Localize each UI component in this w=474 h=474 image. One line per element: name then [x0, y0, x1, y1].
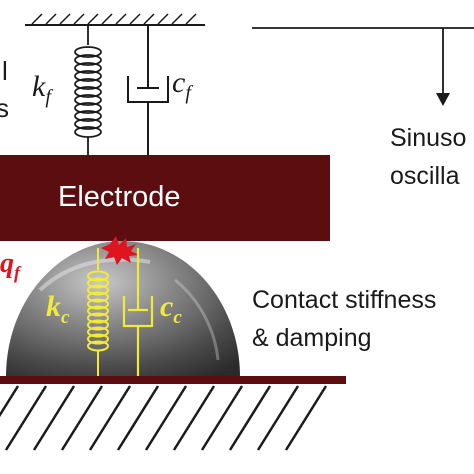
sinusoidal-label-line1: Sinuso	[390, 124, 467, 152]
electrode-block	[0, 155, 330, 241]
fixture-damper-symbol: c	[172, 66, 186, 99]
ground-hatching	[0, 385, 328, 451]
contact-label-line1: Contact stiffness	[252, 286, 437, 314]
fixture-damper	[127, 25, 169, 155]
heat-spark-icon	[101, 236, 139, 265]
electrode-label: Electrode	[58, 181, 181, 213]
sinusoidal-label-line2: oscilla	[390, 162, 460, 190]
contact-damper	[122, 248, 154, 376]
contact-spring	[87, 248, 109, 376]
heat-source-symbol: q	[0, 248, 14, 279]
fixture-damper-label: cf	[172, 66, 191, 104]
left-clipped-text-2: s	[0, 93, 9, 123]
fixture-spring-label: kf	[32, 70, 51, 108]
contact-spring-symbol: k	[46, 290, 61, 323]
asperity-highlight	[38, 257, 151, 292]
fixture-spring-symbol: k	[32, 70, 46, 103]
fixture-spring-subscript: f	[45, 86, 51, 108]
contact-damper-label: cc	[160, 290, 182, 328]
sinusoidal-arrow	[252, 27, 474, 106]
contact-label-line2: & damping	[252, 324, 372, 352]
ground-plate	[0, 376, 346, 384]
top-support	[25, 13, 205, 26]
asperity-highlight-2	[174, 278, 220, 361]
contact-damper-subscript: c	[173, 307, 182, 328]
fixture-damper-subscript: f	[185, 82, 191, 104]
contact-damper-symbol: c	[160, 290, 174, 323]
left-clipped-text-1: l	[2, 56, 8, 86]
contact-spring-label: kc	[46, 290, 70, 328]
fixture-spring	[74, 25, 102, 155]
contact-spring-subscript: c	[61, 307, 70, 328]
heat-source-subscript: f	[14, 262, 20, 283]
heat-source-label: qf	[0, 250, 20, 282]
